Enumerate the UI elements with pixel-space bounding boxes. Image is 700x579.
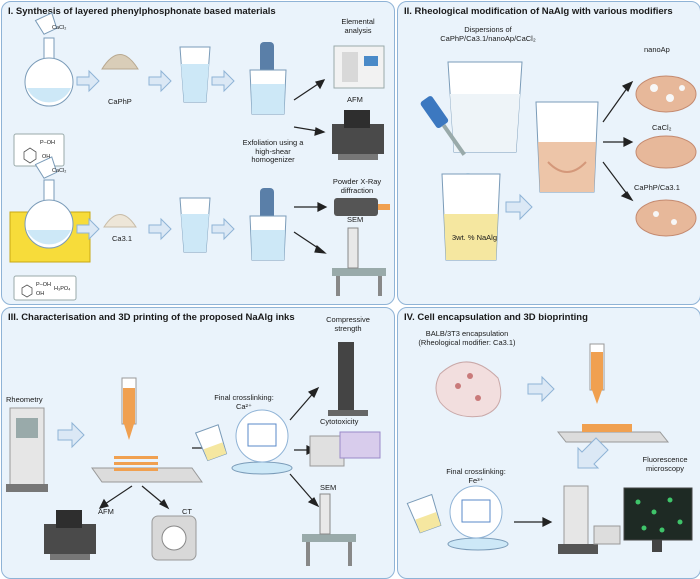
arrow-icon [57, 421, 85, 449]
cacl2-label-1: CaCl₂ [52, 25, 67, 31]
panel-characterisation: III. Characterisation and 3D printing of… [1, 307, 395, 579]
analysis-arrows [293, 79, 328, 254]
compressive-tester-icon [328, 342, 368, 416]
arrow-icon [577, 437, 609, 469]
naalg-label: 3wt. % NaAlg [452, 233, 498, 242]
homogenizer-icon [249, 42, 287, 115]
xray-tube-icon [334, 198, 390, 216]
caphp-powder-icon [101, 54, 139, 70]
imaging-arrow [514, 517, 553, 527]
phosphonic-oh-label-2: OH [42, 154, 51, 160]
panel-characterisation-art [6, 342, 381, 566]
panel-synthesis: I. Synthesis of layered phenylphosphonat… [1, 1, 395, 305]
crosslink-fe-label: Final crosslinking: Fe³⁺ [446, 467, 506, 485]
naalg-beaker-icon [441, 173, 501, 261]
panel-cell-encapsulation: IV. Cell encapsulation and 3D bioprintin… [397, 307, 700, 579]
cell-laden-gel-icon [435, 361, 502, 418]
elemental-analysis-label: Elemental analysis [341, 17, 375, 35]
crosslink-ca-label: Final crosslinking: Ca²⁺ [214, 393, 274, 411]
afm-label-1: AFM [347, 95, 363, 104]
dispersion-beaker-icon [447, 61, 523, 153]
arrow-icon [527, 375, 555, 403]
sem-instrument-icon [302, 493, 356, 566]
dispersions-label: Dispersions of CaPhP/Ca3.1/nanoAp/CaCl₂ [440, 25, 536, 43]
cacl2-gel-icon [635, 135, 697, 169]
ct-scanner-icon [151, 515, 197, 561]
homogenizer-icon [249, 188, 287, 261]
xrd-label: Powder X-Ray diffraction [332, 177, 382, 195]
product-arrows [602, 80, 634, 202]
phosphonic-oh-label-1: P–OH [40, 140, 55, 146]
round-flask-icon [24, 37, 74, 107]
mixed-gel-beaker-icon [535, 101, 599, 193]
beaker-icon [179, 46, 211, 103]
panel-rheological-title: II. Rheological modification of NaAlg wi… [404, 6, 673, 17]
rheometer-icon [6, 407, 48, 492]
ca31-label: Ca3.1 [112, 234, 133, 243]
gel-blobs [635, 75, 697, 237]
cacl2-label: CaCl₂ [652, 123, 672, 132]
afm-label-2: AFM [98, 507, 114, 516]
panel-cell-title: IV. Cell encapsulation and 3D bioprintin… [404, 312, 588, 323]
caphp-ca31-label: CaPhP/Ca3.1 [634, 183, 680, 192]
sem-instrument-icon [332, 227, 386, 296]
cacl2-label-2: CaCl₂ [52, 168, 67, 174]
phosphonic-acid-structure-icon [13, 275, 77, 301]
panel-characterisation-title: III. Characterisation and 3D printing of… [8, 312, 295, 323]
rheometry-label: Rheometry [6, 395, 43, 404]
panel-rheological-modification: II. Rheological modification of NaAlg wi… [397, 1, 700, 305]
bioprinter-icon [556, 343, 670, 443]
elemental-analyzer-icon [333, 45, 385, 89]
phosphonic-acid-structure-icon [13, 133, 65, 167]
bioprinter-icon [91, 377, 203, 483]
cytotoxicity-label: Cytotoxicity [320, 417, 359, 426]
plate-reader-icon [309, 431, 381, 467]
arrow-icons-row1 [76, 69, 235, 93]
sem-label-1: SEM [347, 215, 364, 224]
gel-particles [650, 84, 685, 225]
pouring-beaker-icon [34, 12, 58, 35]
ct-label: CT [182, 507, 192, 516]
compressive-strength-label: Compressive strength [326, 315, 370, 333]
ca31-powder-icon [103, 214, 137, 228]
test-arrows [289, 386, 320, 508]
nanoap-gel-icon [635, 75, 697, 113]
balb-label: BALB/3T3 encapsulation (Rheological modi… [418, 329, 516, 347]
h3po4-label: H₃PO₄ [54, 286, 71, 292]
monitor-icon [623, 487, 693, 552]
caphp-ca31-gel-icon [635, 199, 697, 237]
phosphonic-oh-label-4: OH [36, 291, 45, 297]
panel-cell-art [406, 343, 693, 554]
panel-synthesis-art [9, 12, 390, 301]
pipette-icon [420, 96, 466, 156]
fluorescence-microscope-icon [558, 485, 621, 554]
crosslink-pour-icon [194, 409, 293, 475]
crosslink-pour-icon [406, 485, 509, 551]
nanoap-label: nanoAp [644, 45, 670, 54]
panel-synthesis-title: I. Synthesis of layered phenylphosphonat… [8, 6, 276, 17]
exfoliation-label: Exfoliation using a high-shear homogeniz… [242, 138, 304, 165]
caphp-label: CaPhP [108, 97, 132, 106]
fluorescence-label: Fluorescence microscopy [642, 455, 688, 473]
panel-rheological-art [420, 61, 697, 261]
arrow-icon [505, 193, 533, 221]
phosphonic-oh-label-3: P–OH [36, 282, 51, 288]
pouring-beaker-icon [34, 156, 58, 179]
arrow-icons-row2 [76, 217, 235, 241]
beaker-icon [179, 197, 211, 253]
round-flask-icon [24, 179, 74, 249]
afm-instrument-icon [332, 110, 384, 160]
afm-instrument-icon [44, 510, 96, 560]
sem-label-2: SEM [320, 483, 337, 492]
